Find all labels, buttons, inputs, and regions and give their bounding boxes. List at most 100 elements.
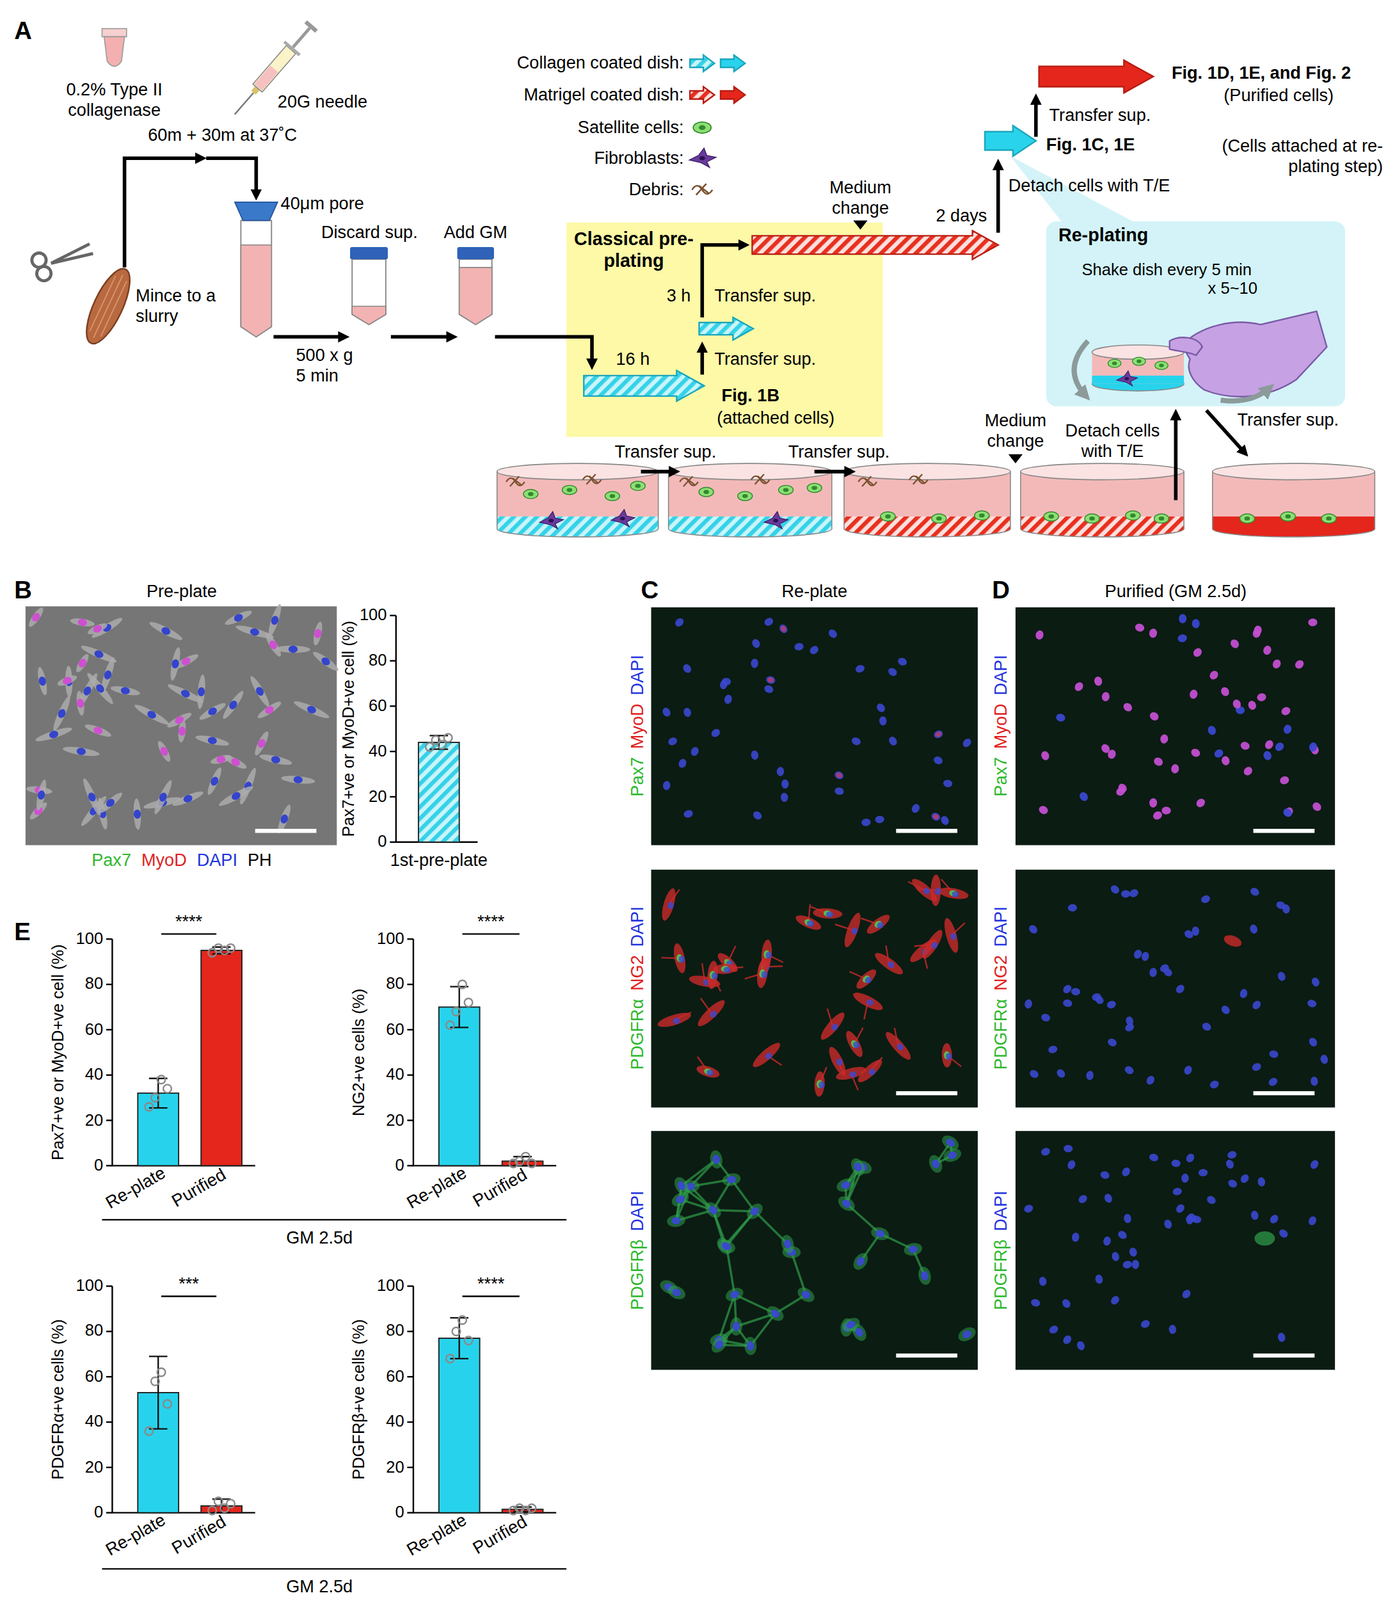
cell-stain [918, 927, 946, 962]
satellite-cell [806, 483, 822, 493]
tick-label: 40 [385, 1412, 404, 1431]
label-group: 0 [94, 1156, 104, 1175]
cell-stain [863, 975, 874, 985]
cell-stain [675, 1180, 687, 1192]
label-group: 20 [385, 1457, 404, 1477]
tick-label: 40 [368, 741, 387, 761]
cell-stain [1273, 740, 1286, 753]
cell-stain [732, 1321, 741, 1332]
data-point [452, 1007, 461, 1016]
cell-stain [1311, 800, 1324, 813]
cell-nucleus [936, 516, 942, 521]
scale-bar [895, 1353, 958, 1358]
cell-stain [854, 663, 866, 674]
cell-stain [813, 1071, 826, 1097]
cell-stain [869, 1224, 891, 1243]
cell-stain [848, 1070, 857, 1079]
cell-stain [886, 666, 899, 678]
tick-label: 60 [385, 1020, 404, 1039]
cell-stain [1148, 967, 1157, 978]
tick-label: 0 [94, 1156, 104, 1175]
tick-label: 80 [85, 1322, 104, 1341]
cell-stain [83, 721, 113, 739]
cell-stain [1256, 692, 1268, 702]
micrograph-background [1015, 869, 1335, 1108]
cell-stain [682, 808, 694, 819]
cell-stain [926, 1153, 945, 1175]
cell-stain [1174, 982, 1186, 995]
axis-tick [389, 705, 397, 707]
data-point [446, 1020, 455, 1030]
label-group: **** [175, 911, 203, 932]
cell-stain [765, 675, 777, 685]
label-group: PDGFRβ+ve cells (%) [350, 1318, 369, 1480]
cell-body [1154, 513, 1170, 523]
label-group: PDGFRβDAPI [991, 1190, 1012, 1310]
cell-stain [865, 997, 875, 1007]
cell-stain [1055, 1067, 1067, 1079]
cell-stain [170, 658, 180, 669]
cell-stain [840, 1197, 853, 1210]
label-group: A [14, 16, 32, 45]
tick-label: 20 [385, 1110, 404, 1130]
dish-coating [1092, 375, 1185, 384]
axis-tick [406, 1164, 414, 1166]
label-text: 40μm pore [280, 193, 365, 214]
panel-title: Purified (GM 2.5d) [1105, 581, 1248, 602]
tick-label: 60 [368, 696, 387, 716]
shaken-dish [1092, 344, 1185, 391]
debris [691, 183, 713, 196]
significance-stars: *** [178, 1274, 200, 1294]
cell-stain [712, 963, 738, 976]
label-group: (Cells attached at re-plating step) [1219, 136, 1383, 176]
cell-body [1155, 361, 1168, 370]
tick-label: 40 [385, 1065, 404, 1085]
satellite-cell [561, 485, 577, 495]
cell-nucleus [1158, 516, 1165, 521]
cell-stain [206, 705, 219, 717]
label-group: Purified [469, 1511, 531, 1559]
channel-label: Pax7 [991, 757, 1012, 797]
cell-stain [671, 941, 688, 974]
cell-stain [145, 709, 158, 720]
axis-tick [406, 1029, 414, 1031]
debris-fragment [858, 476, 877, 487]
label-group: 0.2% Type II collagenase [37, 79, 191, 120]
label-group: 20 [85, 1110, 104, 1130]
step-group-box: Classical pre-plating [566, 222, 883, 438]
satellite-cell [974, 510, 990, 520]
micrograph-background [651, 869, 978, 1108]
cell-stain [194, 733, 230, 748]
panel-letter: C [641, 575, 660, 605]
label-text: 2 days [935, 206, 987, 227]
cell-stain [223, 753, 249, 772]
cell-stain [867, 1067, 877, 1077]
label-text: Medium change [819, 177, 902, 218]
tick-label: 0 [394, 1503, 404, 1522]
cell-nucleus [885, 514, 891, 519]
channel-label: PDGFRα [627, 998, 648, 1070]
cell-stain [767, 676, 775, 684]
cell-stain [1062, 998, 1073, 1008]
cell-stain [93, 648, 105, 660]
label-group: Transfer sup. [614, 442, 717, 463]
cell-stain [665, 1283, 688, 1303]
cell-stain [949, 932, 958, 941]
cell-stain [1102, 1235, 1112, 1247]
cell-nucleus [1112, 361, 1118, 366]
cell-stain [1027, 923, 1039, 935]
label-text: Detach cells with T/E [1056, 421, 1169, 461]
significance-line [462, 1295, 519, 1297]
label-text: Fig. 1C, 1E [1046, 135, 1136, 155]
label-group: 80 [85, 974, 104, 994]
cell-stain [874, 1228, 886, 1239]
panel-letter: D [991, 575, 1010, 605]
tick-label: 100 [75, 1276, 104, 1296]
label-group: Fig. 1B [721, 385, 780, 406]
cell-stain [37, 789, 47, 800]
tick-label: 80 [385, 974, 404, 994]
cell-stain [812, 907, 843, 920]
cell-stain [932, 755, 944, 766]
cell-stain [1030, 1297, 1042, 1308]
cell-stain [237, 766, 259, 806]
